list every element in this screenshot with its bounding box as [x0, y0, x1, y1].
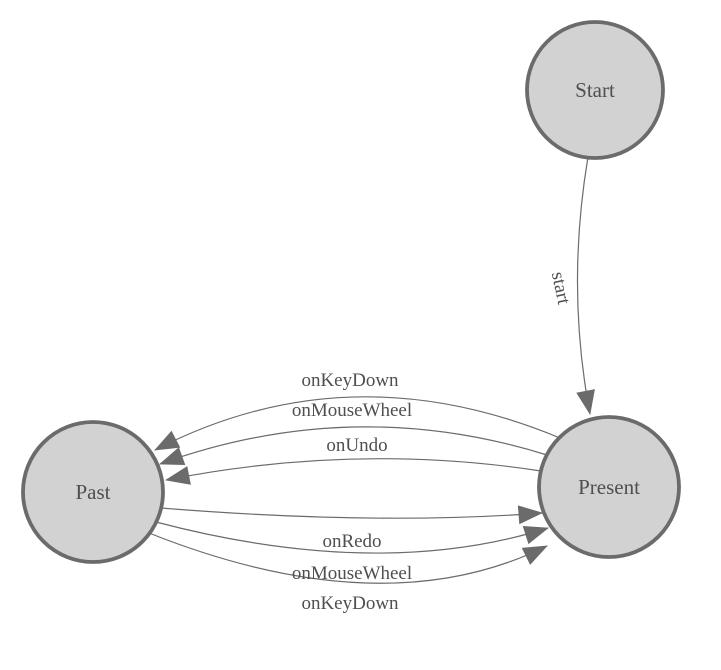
node-present[interactable] [537, 415, 681, 559]
node-past-label: Past [75, 480, 110, 504]
edge-label-onundo: onUndo [326, 435, 387, 456]
edge-label-onkeydown-bottom: onKeyDown [301, 593, 399, 614]
edge-present-to-past-onundo[interactable] [165, 458, 542, 485]
edge-past-to-present-onmousewheel[interactable] [155, 521, 549, 554]
edge-present-to-past-onmousewheel[interactable] [159, 426, 548, 465]
edge-label-onmousewheel-top: onMouseWheel [292, 400, 412, 421]
edge-past-to-present-onkeydown[interactable] [148, 532, 548, 584]
node-past[interactable] [21, 420, 165, 564]
edge-label-onkeydown-top: onKeyDown [301, 370, 399, 391]
node-start-label: Start [575, 78, 615, 102]
edge-present-to-past-onkeydown[interactable] [154, 396, 561, 451]
edge-label-layer: start onKeyDown onMouseWheel onUndo onRe… [292, 270, 574, 614]
edge-label-onredo: onRedo [322, 531, 381, 552]
node-start[interactable] [525, 20, 665, 160]
edge-layer [148, 156, 595, 584]
edge-start-to-present[interactable] [576, 156, 595, 415]
edge-label-start: start [547, 270, 574, 307]
edge-past-to-present-onredo[interactable] [160, 505, 543, 525]
edge-label-onmousewheel-bottom: onMouseWheel [292, 563, 412, 584]
node-present-label: Present [578, 475, 640, 499]
node-layer: Start Present Past [21, 20, 681, 564]
